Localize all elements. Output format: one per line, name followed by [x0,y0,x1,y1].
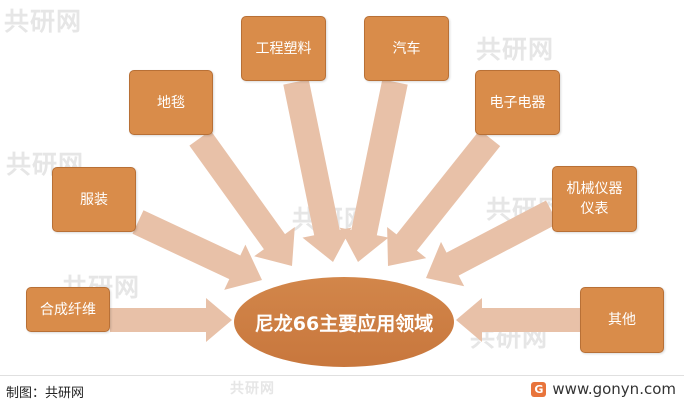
arrow-electronics [387,129,501,266]
node-instruments: 机械仪器仪表 [552,166,637,232]
center-ellipse [234,277,454,367]
arrow-clothing [132,210,262,290]
footer-divider [0,375,684,376]
node-engineering-plastics: 工程塑料 [241,16,326,81]
node-carpet: 地毯 [129,70,213,135]
node-automotive: 汽车 [364,16,449,81]
node-electronics: 电子电器 [475,70,560,135]
node-other: 其他 [580,287,664,353]
arrow-automotive [339,79,408,263]
arrow-carpet [189,130,295,266]
node-clothing: 服装 [52,167,136,232]
arrow-instruments [426,200,558,287]
footer: 制图：共研网 G www.gonyn.com [0,375,684,402]
source-text: 制图：共研网 [6,386,85,401]
arrow-synthetic-fiber [110,298,232,342]
logo-icon: G [531,381,547,397]
center-label: 尼龙66主要应用领域 [254,312,434,335]
node-synthetic-fiber: 合成纤维 [26,287,110,332]
site-link[interactable]: G www.gonyn.com [531,380,676,398]
arrow-other [456,298,580,342]
site-url: www.gonyn.com [552,380,676,398]
arrow-engineering-plastics [283,79,352,263]
